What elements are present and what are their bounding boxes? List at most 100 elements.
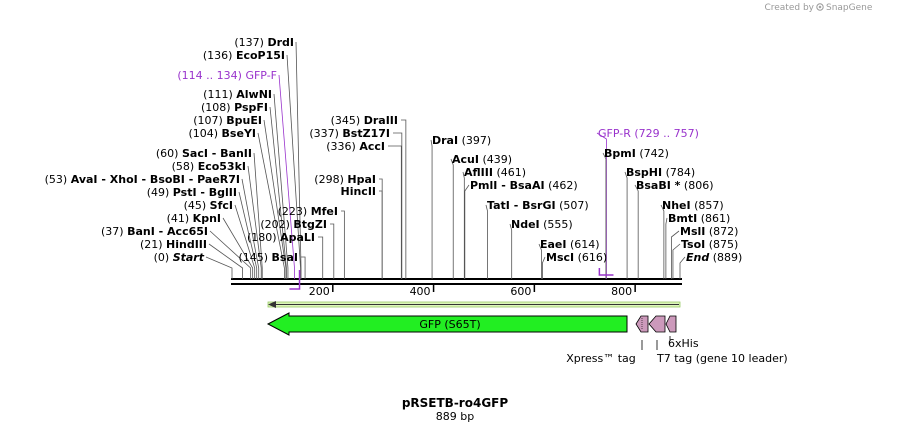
site-label-eco53ki[interactable]: (58) Eco53kI: [172, 160, 246, 173]
site-position: (784): [666, 166, 696, 179]
site-leader: [379, 178, 383, 279]
site-label-tsoi[interactable]: TsoI (875): [681, 238, 738, 251]
site-label-start[interactable]: (0) Start: [154, 251, 205, 264]
site-leader: [341, 210, 345, 279]
site-position: (41): [167, 212, 190, 225]
site-leader: [538, 243, 542, 279]
site-name: AflIII: [464, 166, 493, 179]
site-label-ecop15i[interactable]: (136) EcoP15I: [203, 49, 285, 62]
site-position: (223): [278, 205, 308, 218]
site-label-bani-acc65i[interactable]: (37) BanI - Acc65I: [101, 225, 208, 238]
site-label-draiii[interactable]: (345) DraIII: [331, 114, 398, 127]
site-position: (889): [713, 251, 743, 264]
site-position: (60): [156, 147, 179, 160]
site-label-bmti[interactable]: BmtI (861): [668, 212, 730, 225]
sequence-backbone: [231, 278, 682, 285]
site-label-ndei[interactable]: NdeI (555): [511, 218, 573, 231]
site-name: AcuI: [452, 153, 479, 166]
site-name: BsaBI *: [636, 179, 681, 192]
site-leader: [509, 223, 513, 279]
site-name: BmtI: [668, 212, 697, 225]
site-label-apali[interactable]: (180) ApaLI: [247, 231, 315, 244]
site-leader: [286, 54, 301, 279]
site-name: PspFI: [234, 101, 268, 114]
map-title: pRSETB-ro4GFP: [402, 396, 509, 410]
site-leader: [295, 41, 302, 279]
site-label-bsphi[interactable]: BspHI (784): [626, 166, 695, 179]
site-label-bsai[interactable]: (145) BsaI: [238, 251, 298, 264]
tag-features[interactable]: [635, 315, 677, 350]
site-label-avai-xhoi-bsobi-paer7i[interactable]: (53) AvaI - XhoI - BsoBI - PaeR7I: [45, 173, 240, 186]
site-position: (729 .. 757): [634, 127, 699, 140]
site-position: (49): [147, 186, 170, 199]
site-position: (108): [201, 101, 231, 114]
site-label-kpni[interactable]: (41) KpnI: [167, 212, 221, 225]
site-label-bseyi[interactable]: (104) BseYI: [188, 127, 256, 140]
site-leader: [205, 256, 233, 279]
site-position: (439): [482, 153, 512, 166]
site-position: (555): [543, 218, 573, 231]
site-leader: [450, 158, 454, 279]
primer-gfp-r-arrow: [598, 268, 614, 276]
site-label-end[interactable]: End (889): [686, 251, 742, 264]
site-name: BstZ17I: [342, 127, 390, 140]
site-position: (337): [309, 127, 339, 140]
site-label-eaei[interactable]: EaeI (614): [540, 238, 600, 251]
gfp-feature-label: GFP (S65T): [419, 318, 480, 331]
site-name: EcoP15I: [236, 49, 285, 62]
site-label-mfei[interactable]: (223) MfeI: [278, 205, 338, 218]
site-leader: [222, 217, 254, 279]
site-label-drai[interactable]: DraI (397): [432, 134, 491, 147]
site-leader: [379, 190, 383, 279]
site-label-btgzi[interactable]: (202) BtgZI: [260, 218, 327, 231]
site-name: BpuEI: [226, 114, 262, 127]
site-label-hincii[interactable]: HincII: [340, 185, 376, 198]
ruler-tick-label: 200: [309, 285, 330, 298]
site-label-bpuei[interactable]: (107) BpuEI: [193, 114, 262, 127]
site-leader: [269, 106, 287, 279]
site-name: BseYI: [222, 127, 256, 140]
site-position: (58): [172, 160, 195, 173]
site-position: (861): [701, 212, 731, 225]
site-label-msci[interactable]: MscI (616): [546, 251, 607, 264]
site-position: (857): [694, 199, 724, 212]
site-name: DraIII: [364, 114, 398, 127]
ruler-tick-label: 600: [510, 285, 531, 298]
site-label-msli[interactable]: MslI (872): [680, 225, 738, 238]
site-position: (37): [101, 225, 124, 238]
snapgene-logo-icon: [816, 3, 824, 11]
site-label-tati-bsrgi[interactable]: TatI - BsrGI (507): [487, 199, 589, 212]
site-position: (45): [184, 199, 207, 212]
site-leader: [393, 132, 403, 279]
site-label-bpmi[interactable]: BpmI (742): [604, 147, 669, 160]
site-label-alwni[interactable]: (111) AlwNI: [203, 88, 272, 101]
site-label-acci[interactable]: (336) AccI: [326, 140, 385, 153]
site-label-psti-bglii[interactable]: (49) PstI - BglII: [147, 186, 237, 199]
site-leader: [257, 132, 285, 279]
site-name: BanI - Acc65I: [127, 225, 208, 238]
site-leader: [253, 152, 263, 279]
site-label-hpai[interactable]: (298) HpaI: [314, 173, 376, 186]
gfp-feature[interactable]: GFP (S65T): [266, 312, 628, 336]
site-label-nhei[interactable]: NheI (857): [662, 199, 724, 212]
site-label-afliii[interactable]: AflIII (461): [464, 166, 526, 179]
site-label-pmli-bsaai[interactable]: PmlI - BsaAI (462): [470, 179, 578, 192]
site-label-bsabi[interactable]: BsaBI * (806): [636, 179, 714, 192]
site-name: MscI: [546, 251, 574, 264]
site-position: (180): [247, 231, 277, 244]
site-label-sfci[interactable]: (45) SfcI: [184, 199, 233, 212]
site-label-saci-banii[interactable]: (60) SacI - BanII: [156, 147, 252, 160]
site-position: (336): [326, 140, 356, 153]
site-label-bstz17i[interactable]: (337) BstZ17I: [309, 127, 390, 140]
site-label-drdi[interactable]: (137) DrdI: [234, 36, 294, 49]
site-leader: [301, 256, 306, 279]
site-label-gfp-f[interactable]: (114 .. 134) GFP-F: [177, 69, 277, 82]
site-label-acui[interactable]: AcuI (439): [452, 153, 512, 166]
site-label-pspfi[interactable]: (108) PspFI: [201, 101, 268, 114]
site-leader: [462, 171, 465, 279]
site-label-gfp-r[interactable]: GFP-R (729 .. 757): [598, 127, 699, 140]
site-name: TsoI: [681, 238, 705, 251]
site-position: (345): [331, 114, 361, 127]
site-name: HpaI: [347, 173, 376, 186]
site-label-hindiii[interactable]: (21) HindIII: [140, 238, 207, 251]
